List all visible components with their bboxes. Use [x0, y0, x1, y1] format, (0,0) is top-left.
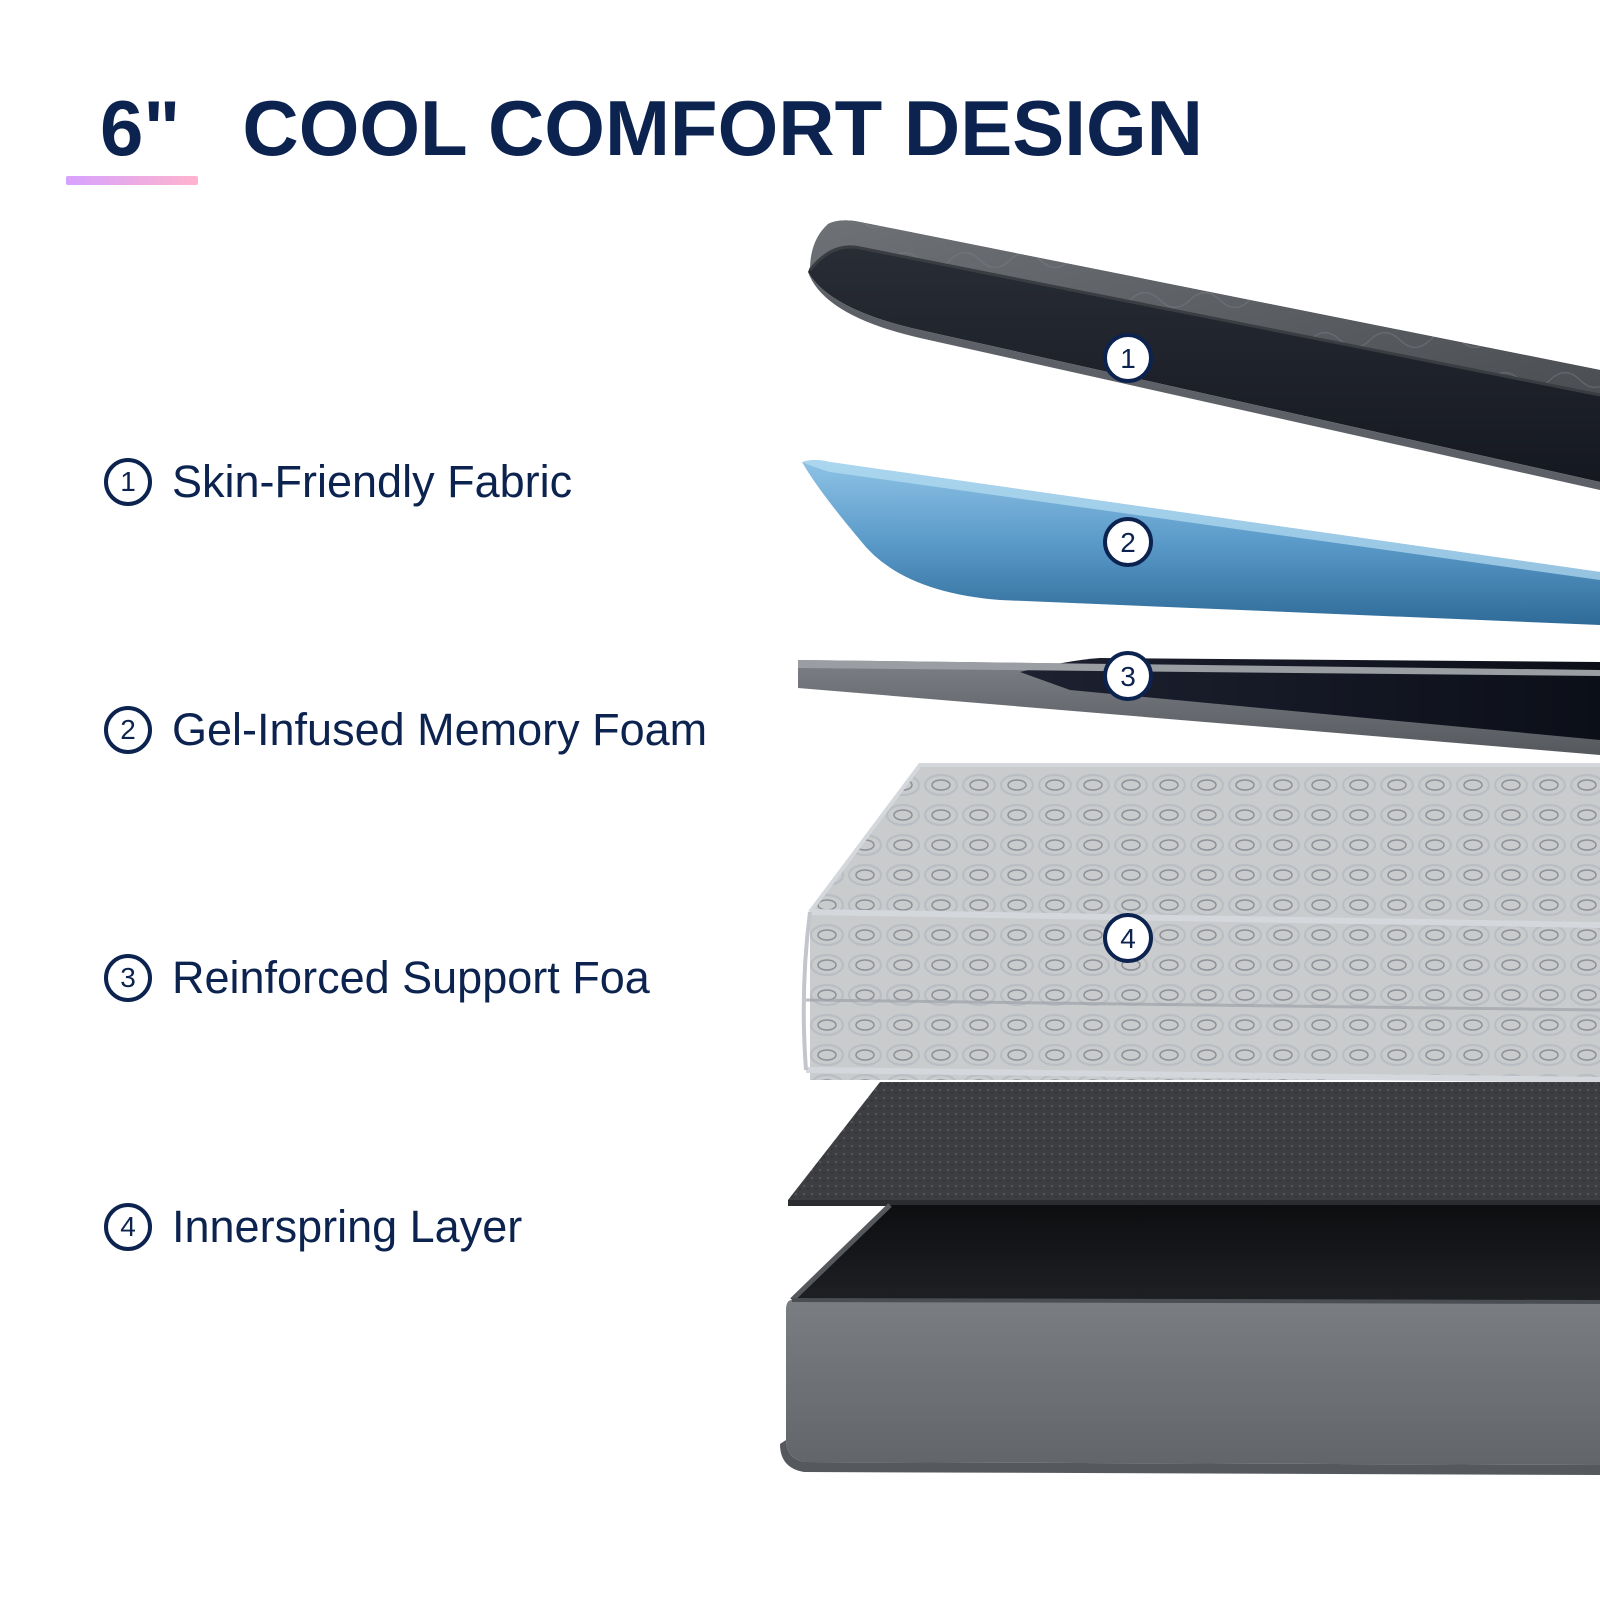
- feature-item-4: 4 Innerspring Layer: [104, 1197, 522, 1257]
- layer-marker-1: 1: [1103, 333, 1153, 383]
- layer-base: [780, 1203, 1600, 1475]
- layer-felt-pad: [788, 1082, 1600, 1206]
- title-underline: [66, 176, 198, 185]
- feature-label: Skin-Friendly Fabric: [172, 456, 573, 507]
- layer-marker-3: 3: [1103, 651, 1153, 701]
- feature-label: Gel-Infused Memory Foam: [172, 704, 708, 755]
- layer-support-foam: [798, 658, 1600, 755]
- feature-item-3: 3 Reinforced Support Foa: [104, 948, 650, 1008]
- marker-label: 1: [1120, 343, 1136, 374]
- feature-label: Reinforced Support Foa: [172, 952, 650, 1003]
- feature-number-badge: 4: [104, 1203, 152, 1251]
- layer-innerspring: [801, 763, 1600, 1083]
- feature-number-badge: 1: [104, 458, 152, 506]
- layer-marker-4: 4: [1103, 913, 1153, 963]
- feature-item-1: 1 Skin-Friendly Fabric: [104, 452, 572, 512]
- layer-gel-foam: [802, 460, 1600, 625]
- title-size: 6": [100, 83, 181, 172]
- title-text: COOL COMFORT DESIGN: [242, 83, 1203, 172]
- feature-number-badge: 3: [104, 954, 152, 1002]
- layer-fabric: [808, 220, 1600, 490]
- feature-item-2: 2 Gel-Infused Memory Foam: [104, 700, 707, 760]
- feature-label: Innerspring Layer: [172, 1201, 523, 1252]
- marker-label: 2: [1120, 527, 1136, 558]
- feature-number-badge: 2: [104, 706, 152, 754]
- mattress-layers-illustration: 1 2 3 4: [770, 200, 1600, 1500]
- marker-label: 4: [1120, 923, 1136, 954]
- layer-marker-2: 2: [1103, 517, 1153, 567]
- page-title: 6" COOL COMFORT DESIGN: [100, 78, 1203, 178]
- mattress-layers-svg: 1 2 3 4: [780, 220, 1600, 1475]
- marker-label: 3: [1120, 661, 1136, 692]
